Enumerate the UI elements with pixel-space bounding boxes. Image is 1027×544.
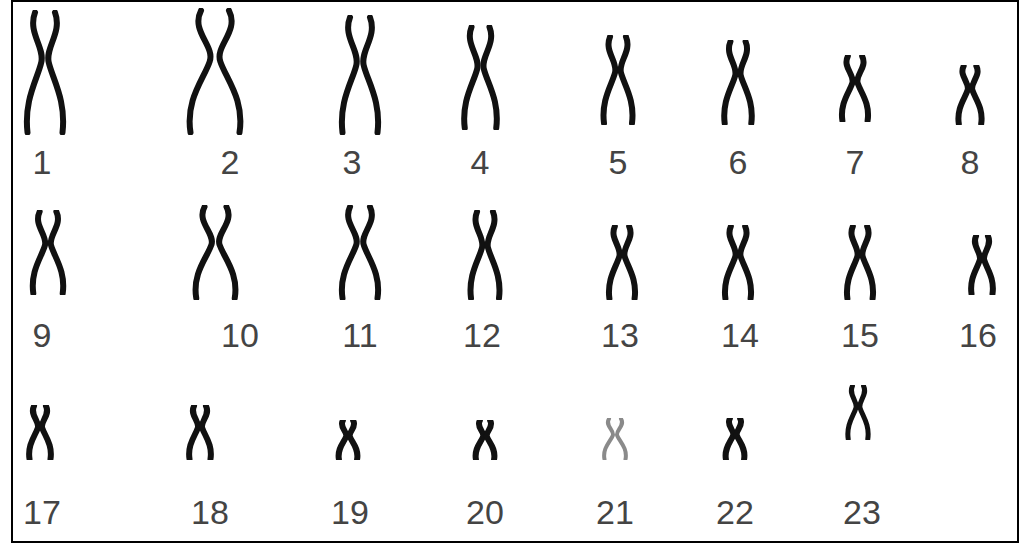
chromosome-number: 3 [343,145,362,179]
chromosome [724,42,752,124]
chromosome [342,207,378,298]
chromosome-number: 17 [23,495,61,529]
chromosome-number: 20 [466,495,504,529]
chromosome [726,419,745,459]
chromosome [842,56,868,120]
chromosome [190,11,241,133]
chromosome [29,406,51,459]
chromosome-number: 15 [841,318,879,352]
chromosome-number: 7 [846,145,865,179]
chromosome [470,212,499,298]
chromosome [603,37,632,123]
chromosome-number: 21 [596,495,634,529]
chromosome-number: 1 [33,145,52,179]
chromosome-number: 13 [601,318,639,352]
chromosome [27,13,63,133]
chromosome-number: 14 [721,318,759,352]
chromosome-number: 5 [609,145,628,179]
chromosome [848,386,868,439]
chromosome [847,227,873,299]
chromosome [189,406,211,459]
chromosome-number: 4 [471,145,490,179]
chromosome [476,421,495,459]
chromosomes [27,11,993,460]
chromosome [342,17,378,132]
chromosome [725,227,751,299]
chromosome-number: 23 [843,495,881,529]
chromosome-number: 12 [463,318,501,352]
chromosome [33,212,63,294]
chromosome-number: 22 [716,495,754,529]
chromosome-number: 10 [221,318,259,352]
chromosome [339,421,358,459]
chromosome [464,27,497,128]
chromosome-number: 8 [961,145,980,179]
chromosome [958,66,981,124]
chromosome-number: 18 [191,495,229,529]
chromosome-number: 2 [221,145,240,179]
chromosome [196,207,236,298]
chromosome [604,419,626,459]
chromosome [971,236,993,294]
chromosome-number: 9 [33,318,52,352]
chromosome [609,227,635,299]
frame [12,1,1018,542]
chromosome-number: 6 [729,145,748,179]
chromosome-number: 11 [342,318,377,352]
chromosome-number: 19 [331,495,369,529]
chromosome-number: 16 [959,318,997,352]
